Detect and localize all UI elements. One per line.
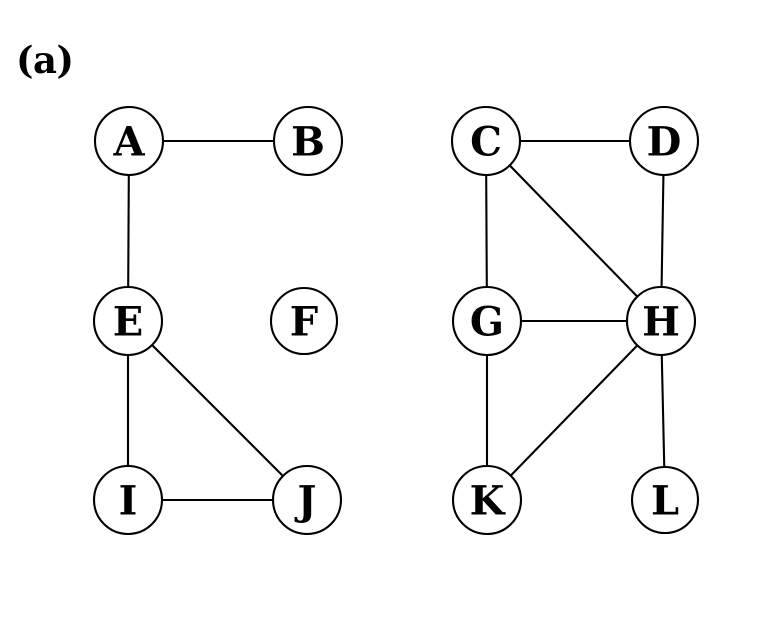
node-circle-a[interactable] (93, 105, 165, 177)
panel-label: (a) (16, 38, 74, 82)
node-circle-j[interactable] (271, 464, 343, 536)
graph-edge-c-g (485, 174, 488, 288)
node-circle-l[interactable] (630, 465, 700, 535)
node-label-l: L (651, 478, 679, 525)
graph-node-b[interactable]: B (272, 105, 344, 177)
node-circle-c[interactable] (450, 105, 522, 177)
node-label-f: F (290, 299, 318, 346)
node-circle-e[interactable] (92, 285, 164, 357)
graph-node-l[interactable]: L (630, 465, 700, 535)
graph-node-i[interactable]: I (92, 464, 164, 536)
graph-node-k[interactable]: K (451, 464, 523, 536)
edges-layer (126, 139, 666, 502)
node-label-b: B (291, 119, 325, 166)
node-circle-g[interactable] (451, 285, 523, 357)
node-label-j: J (295, 478, 317, 525)
node-label-g: G (470, 299, 504, 346)
nodes-layer: A B C D E F G H I J K L (92, 105, 700, 536)
graph-edge-h-l (660, 354, 666, 468)
graph-node-h[interactable]: H (625, 285, 697, 357)
graph-node-e[interactable]: E (92, 285, 164, 357)
graph-edge-c-h (508, 164, 639, 298)
node-circle-d[interactable] (628, 105, 700, 177)
graph-node-c[interactable]: C (450, 105, 522, 177)
node-label-d: D (647, 119, 682, 166)
node-circle-i[interactable] (92, 464, 164, 536)
node-label-h: H (642, 299, 680, 346)
node-circle-b[interactable] (272, 105, 344, 177)
graph-edge-a-e (127, 174, 130, 288)
graph-node-a[interactable]: A (93, 105, 165, 177)
graph-node-d[interactable]: D (628, 105, 700, 177)
node-circle-f[interactable] (269, 286, 339, 356)
graph-node-j[interactable]: J (271, 464, 343, 536)
node-circle-k[interactable] (451, 464, 523, 536)
node-label-c: C (470, 119, 502, 166)
node-label-i: I (119, 478, 138, 525)
graph-edge-e-j (151, 344, 284, 477)
node-label-e: E (113, 299, 144, 346)
graph-edge-h-k (509, 344, 639, 477)
node-label-a: A (112, 119, 145, 166)
node-circle-h[interactable] (625, 285, 697, 357)
graph-node-g[interactable]: G (451, 285, 523, 357)
graph-node-f[interactable]: F (269, 286, 339, 356)
node-label-k: K (470, 478, 506, 525)
graph-edge-d-h (660, 174, 665, 288)
